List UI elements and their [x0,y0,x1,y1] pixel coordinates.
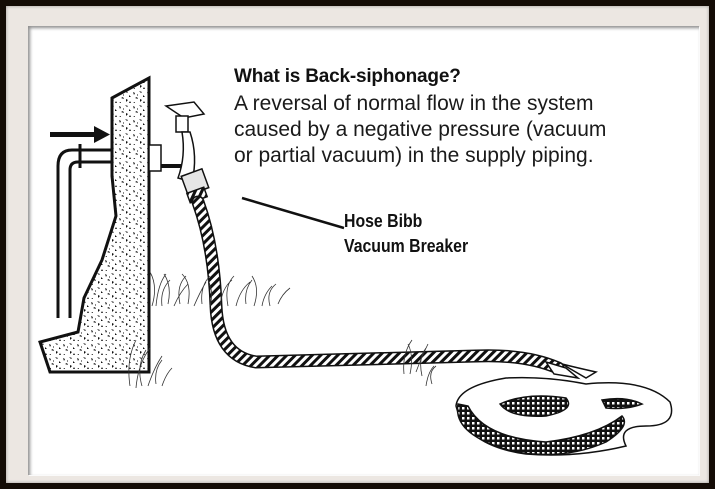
definition-text: A reversal of normal flow in the system … [234,91,704,169]
supply-pipe [56,144,112,318]
diagram-title: What is Back-siphonage? [234,66,461,87]
callout-leader-line [241,196,345,230]
callout-label-hose-bibb-vacuum-breaker: Hose Bibb Vacuum Breaker [344,209,468,259]
hose-nozzle [544,360,598,380]
callout-line: Hose Bibb [344,211,423,231]
definition-line: caused by a negative pressure (vacuum [234,118,607,141]
callout-line: Vacuum Breaker [344,236,469,256]
picture-frame-mat [6,6,709,483]
wall-section [38,75,151,374]
definition-line: or partial vacuum) in the supply piping. [234,144,594,167]
diagram-canvas [28,26,699,475]
puddle [455,376,673,456]
hose-bibb-faucet [148,101,206,183]
back-siphonage-illustration [38,75,673,456]
definition-line: A reversal of normal flow in the system [234,92,594,115]
grass [128,271,437,389]
flow-arrow-icon [50,126,110,143]
